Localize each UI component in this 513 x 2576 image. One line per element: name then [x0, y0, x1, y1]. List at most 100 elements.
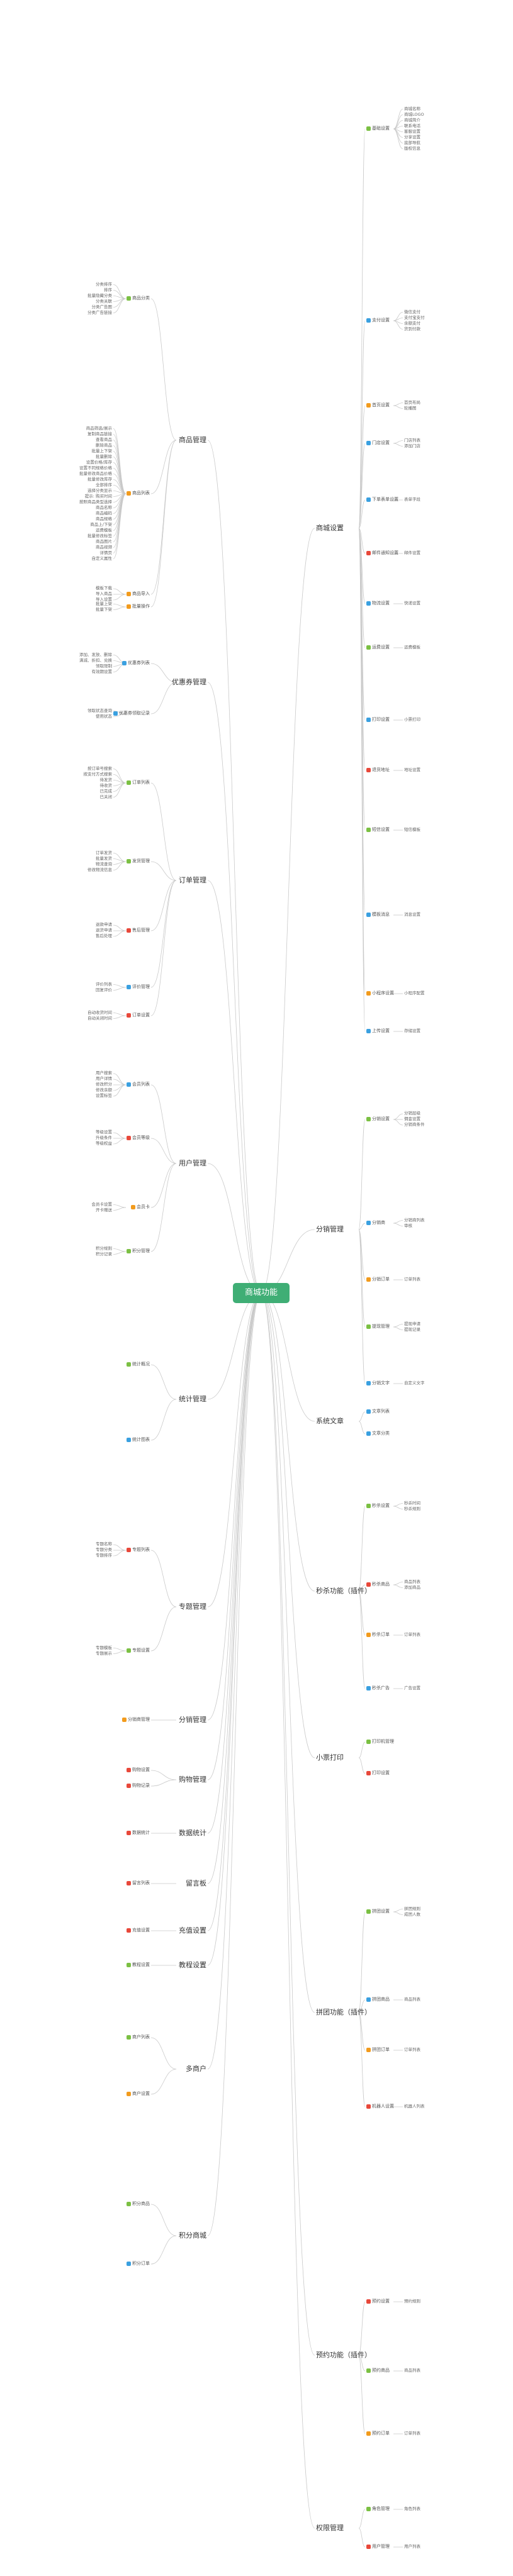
leaf-node: 自动关闭时间: [87, 1015, 112, 1021]
leaf-node: 分销商列表: [404, 1217, 425, 1223]
leaf-node: 分类排序: [96, 281, 112, 287]
connector-line: [150, 440, 177, 494]
connector-line: [358, 2012, 366, 2051]
connector-line: [150, 1084, 177, 1164]
robot-icon: [366, 2104, 371, 2109]
leaf-node: 快递设置: [404, 601, 420, 606]
connector-line: [358, 528, 366, 554]
group-node: 售后管理: [127, 928, 150, 933]
group-label: 会员等级: [132, 1135, 150, 1140]
leaf-node: 物流查询: [96, 861, 112, 867]
branch-node: 多商户: [186, 2065, 206, 2073]
connector-line: [393, 128, 403, 149]
print-icon: [366, 717, 371, 722]
leaf-node: 添加商品: [404, 1584, 420, 1590]
group-label: 运费设置: [372, 645, 390, 650]
group-label: 优惠券列表: [128, 660, 150, 665]
withdraw-icon: [366, 1324, 371, 1329]
group-node: 角色管理: [366, 2506, 390, 2512]
leaf-node: 满减、折扣、兑换: [79, 657, 112, 663]
leaf-node: 退货申请: [96, 928, 112, 933]
group-label: 角色管理: [372, 2506, 390, 2511]
message-icon: [127, 1880, 131, 1885]
branch-node: 小票打印: [316, 1753, 344, 1762]
connector-line: [358, 1119, 366, 1230]
leaf-node: 拼团规则: [404, 1906, 420, 1911]
role-icon: [366, 2506, 371, 2511]
group-node: 物流设置: [366, 601, 390, 606]
connector-line: [393, 109, 403, 130]
connector-line: [150, 1770, 177, 1780]
group-label: 拼团商品: [372, 1997, 390, 2002]
freight-icon: [366, 645, 371, 650]
leaf-node: 升级条件: [96, 1135, 112, 1140]
connector-line: [150, 2235, 177, 2265]
group-node: 秒杀设置: [366, 1503, 390, 1509]
connector-line: [358, 2509, 366, 2529]
group-label: 文章分类: [372, 1431, 390, 1436]
text-icon: [366, 1380, 371, 1385]
leaf-node: 批量下架: [96, 606, 112, 612]
group-label: 物流设置: [372, 601, 390, 606]
list-icon: [127, 491, 131, 496]
leaf-node: 修改物流信息: [87, 867, 112, 872]
leaf-node: 复制商品链接: [87, 431, 112, 436]
level-icon: [127, 1135, 131, 1140]
order-icon: [127, 780, 131, 785]
connector-line: [113, 769, 127, 784]
leaf-node: 提现记录: [404, 1326, 420, 1332]
group-label: 商品导入: [132, 591, 150, 596]
goods-icon: [366, 2368, 371, 2373]
leaf-node: 角色列表: [404, 2506, 420, 2511]
leaf-node: 设置标签: [96, 1093, 112, 1098]
connector-line: [150, 298, 177, 441]
connector-line: [113, 284, 127, 299]
leaf-node: 有效期设置: [91, 669, 113, 674]
connector-line: [113, 1015, 127, 1019]
group-node: 基础设置: [366, 126, 390, 131]
group-label: 预约订单: [372, 2431, 390, 2436]
group-node: 优惠券列表: [122, 660, 150, 666]
group-node: 秒杀商品: [366, 1582, 390, 1587]
leaf-node: 客服设置: [404, 128, 420, 134]
connector-line: [207, 1292, 262, 1400]
leaf-node: 设置不同规格价格: [79, 465, 112, 470]
group-label: 分销设置: [372, 1116, 390, 1121]
address-icon: [366, 767, 371, 772]
group-label: 支付设置: [372, 318, 390, 323]
group-node: 用户管理: [366, 2544, 390, 2550]
distributor-icon: [122, 1717, 127, 1722]
upload-icon: [366, 1028, 371, 1033]
connector-line: [113, 984, 127, 988]
group-label: 退货地址: [372, 767, 390, 772]
leaf-node: 余额支付: [404, 320, 420, 326]
leaf-node: 表单字段: [404, 497, 420, 502]
recharge-icon: [127, 1928, 131, 1933]
connector-line: [113, 1544, 127, 1551]
leaf-node: 退款申请: [96, 922, 112, 927]
group-node: 文章分类: [366, 1431, 390, 1436]
connector-line: [113, 1248, 127, 1252]
leaf-node: 自定义文字: [404, 1380, 425, 1385]
branch-node: 商品管理: [179, 436, 206, 444]
group-label: 批量操作: [132, 604, 150, 609]
gift-icon: [127, 2201, 131, 2206]
group-label: 打印设置: [372, 1770, 390, 1775]
group-node: 积分管理: [127, 1248, 150, 1254]
connector-line: [113, 493, 127, 559]
connector-line: [358, 1411, 366, 1422]
leaf-node: 商城LOGO: [404, 111, 424, 117]
leaf-node: 商品上/下架: [90, 521, 112, 527]
leaf-node: 秒杀规则: [404, 1506, 420, 1511]
leaf-node: 设置价格/库存: [86, 459, 112, 465]
connector-line: [207, 1292, 262, 1931]
group-node: 商户列表: [127, 2035, 150, 2040]
connector-line: [207, 1292, 262, 1884]
connector-line: [207, 1292, 262, 1834]
chart-icon: [127, 1437, 131, 1442]
connector-line: [150, 1364, 177, 1400]
group-node: 会员列表: [127, 1082, 150, 1087]
group-node: 购物设置: [127, 1767, 150, 1773]
group-label: 会员卡: [137, 1204, 150, 1209]
connector-line: [150, 2204, 177, 2236]
